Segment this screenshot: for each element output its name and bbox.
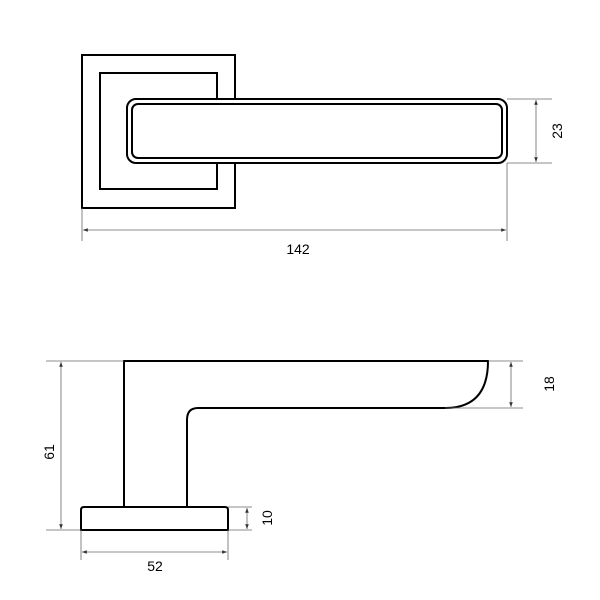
lever-outer-outline xyxy=(126,98,508,164)
lever-inner-outline xyxy=(131,103,503,159)
side-view: 61 18 10 52 xyxy=(41,360,557,574)
top-view: 23 142 xyxy=(81,54,565,257)
dimension-label-52: 52 xyxy=(147,558,163,574)
rose-profile xyxy=(80,506,229,531)
dimension-lever-thickness: 18 xyxy=(445,360,557,409)
dimension-length: 142 xyxy=(81,163,508,257)
dimension-label-61: 61 xyxy=(41,444,57,460)
dimension-label-10: 10 xyxy=(259,510,275,526)
dimension-height-top: 23 xyxy=(507,98,565,164)
dimension-label-18: 18 xyxy=(541,376,557,392)
dimension-height-side: 61 xyxy=(41,360,124,531)
lever-profile xyxy=(123,360,490,507)
dimension-rose-thickness: 10 xyxy=(228,506,275,531)
dimension-label-142: 142 xyxy=(286,241,310,257)
dimension-label-23: 23 xyxy=(549,123,565,139)
dimension-rose-width: 52 xyxy=(80,530,229,574)
